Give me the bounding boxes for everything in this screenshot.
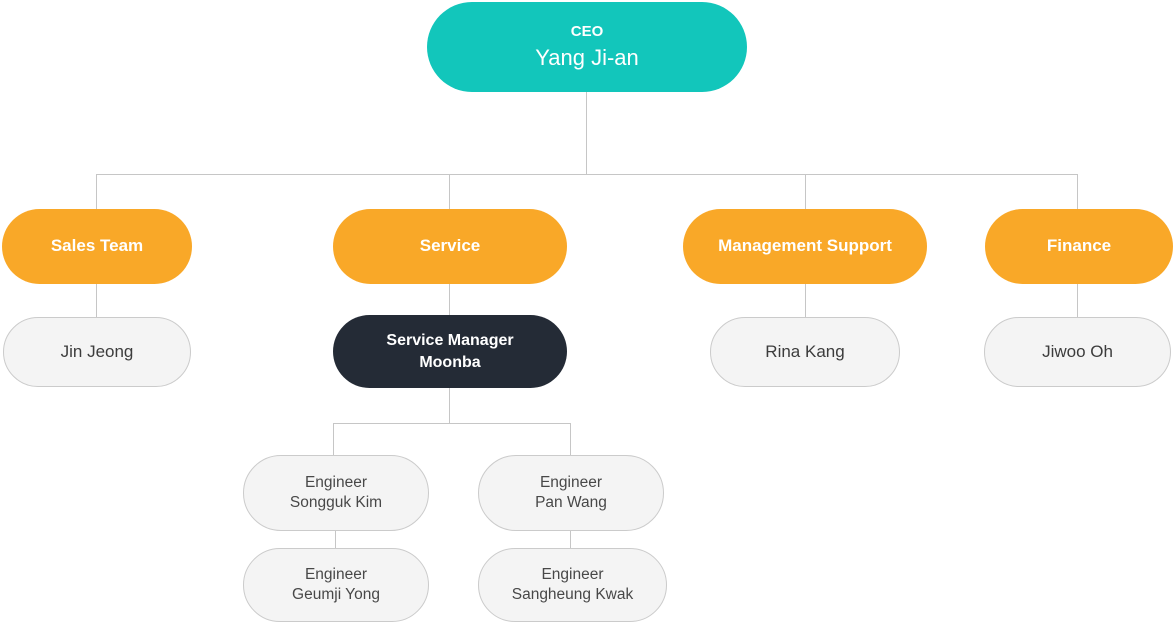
node-dept-sales-team: Sales Team — [2, 209, 192, 284]
connector-drop-sales — [96, 174, 97, 210]
node-engineer-songguk-kim: Engineer Songguk Kim — [243, 455, 429, 531]
connector-service-manager — [449, 284, 450, 315]
connector-main-horizontal — [96, 174, 1078, 175]
dept-label: Finance — [1046, 236, 1112, 256]
engineer-name: Geumji Yong — [292, 586, 380, 603]
connector-engineers-horizontal — [333, 423, 571, 424]
manager-title: Service Manager — [386, 332, 514, 350]
connector-drop-service — [449, 174, 450, 210]
member-name: Jiwoo Oh — [1042, 341, 1113, 361]
connector-manager-down — [449, 388, 450, 423]
node-engineer-geumji-yong: Engineer Geumji Yong — [243, 548, 429, 622]
connector-drop-engineer-left — [333, 423, 334, 455]
engineer-name: Pan Wang — [535, 494, 607, 511]
node-member-rina-kang: Rina Kang — [710, 317, 900, 387]
node-engineer-pan-wang: Engineer Pan Wang — [478, 455, 664, 531]
dept-label: Management Support — [718, 236, 892, 256]
engineer-title: Engineer — [541, 565, 604, 583]
dept-label: Sales Team — [50, 236, 144, 256]
engineer-title: Engineer — [304, 473, 368, 491]
ceo-title: CEO — [570, 22, 604, 40]
manager-name: Moonba — [419, 353, 481, 371]
engineer-title: Engineer — [539, 473, 603, 491]
member-name: Jin Jeong — [60, 341, 134, 361]
connector-management-member — [805, 284, 806, 317]
dept-label: Service — [419, 236, 481, 256]
node-member-jin-jeong: Jin Jeong — [3, 317, 191, 387]
engineer-name: Songguk Kim — [289, 494, 383, 511]
connector-engineer-left-down — [335, 531, 336, 548]
connector-ceo-down — [586, 92, 587, 174]
connector-drop-management — [805, 174, 806, 210]
connector-finance-member — [1077, 284, 1078, 317]
ceo-name: Yang Ji-an — [535, 45, 639, 71]
node-ceo: CEO Yang Ji-an — [427, 2, 747, 92]
node-dept-finance: Finance — [985, 209, 1173, 284]
engineer-name: Sangheung Kwak — [511, 586, 634, 603]
connector-sales-member — [96, 284, 97, 317]
connector-drop-finance — [1077, 174, 1078, 210]
node-dept-service: Service — [333, 209, 567, 284]
node-dept-management-support: Management Support — [683, 209, 927, 284]
node-engineer-sangheung-kwak: Engineer Sangheung Kwak — [478, 548, 667, 622]
node-service-manager: Service Manager Moonba — [333, 315, 567, 388]
member-name: Rina Kang — [765, 341, 845, 361]
connector-engineer-right-down — [570, 531, 571, 548]
engineer-title: Engineer — [304, 565, 368, 583]
connector-drop-engineer-right — [570, 423, 571, 455]
node-member-jiwoo-oh: Jiwoo Oh — [984, 317, 1171, 387]
